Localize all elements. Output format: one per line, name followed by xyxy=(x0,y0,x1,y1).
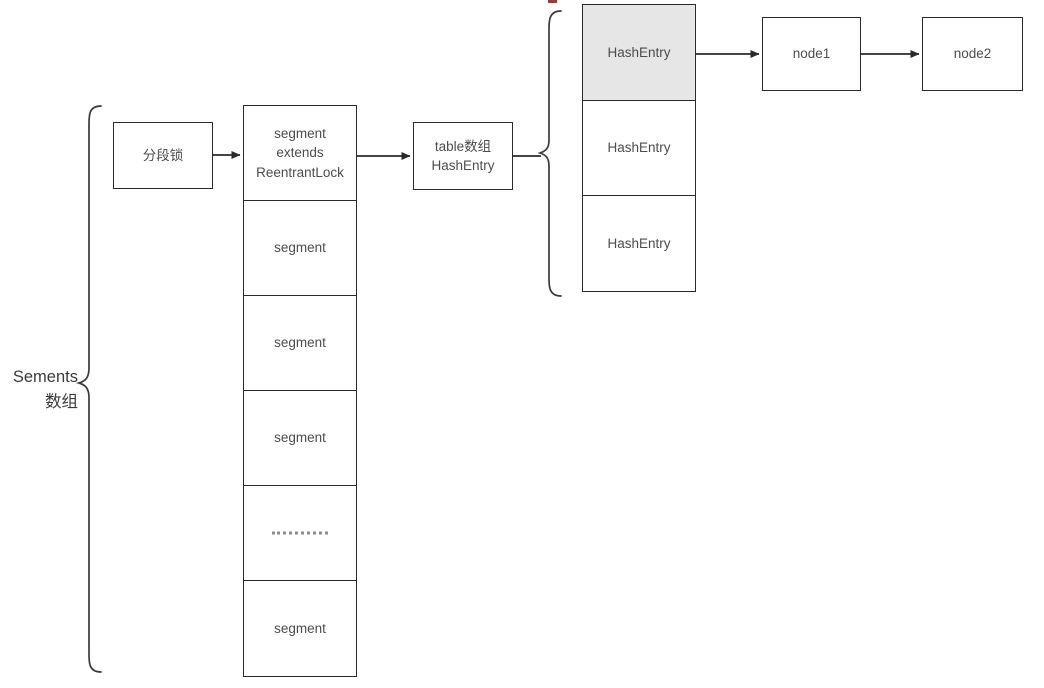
sements-array-label: Sements 数组 xyxy=(12,368,78,411)
segment-cell-0[interactable]: segment extends ReentrantLock xyxy=(243,105,357,201)
hashentry-brace xyxy=(537,10,562,297)
table-array-hashentry-box[interactable]: table数组 HashEntry xyxy=(413,122,513,190)
segment-cell-ellipsis[interactable] xyxy=(243,485,357,581)
segment-cell-5[interactable]: segment xyxy=(243,580,357,677)
node1-box[interactable]: node1 xyxy=(762,17,861,91)
ellipsis-dots-icon xyxy=(272,531,328,535)
segment-cell-3[interactable]: segment xyxy=(243,390,357,486)
node2-box[interactable]: node2 xyxy=(922,17,1023,91)
hashentry-cell-0[interactable]: HashEntry xyxy=(582,4,696,101)
segment-cell-2[interactable]: segment xyxy=(243,295,357,391)
fen-duan-suo-box[interactable]: 分段锁 xyxy=(113,122,213,189)
segments-brace xyxy=(75,105,102,673)
segment-cell-1[interactable]: segment xyxy=(243,200,357,296)
hashentry-cell-1[interactable]: HashEntry xyxy=(582,100,696,196)
red-mark xyxy=(548,0,557,3)
hashentry-cell-2[interactable]: HashEntry xyxy=(582,195,696,292)
